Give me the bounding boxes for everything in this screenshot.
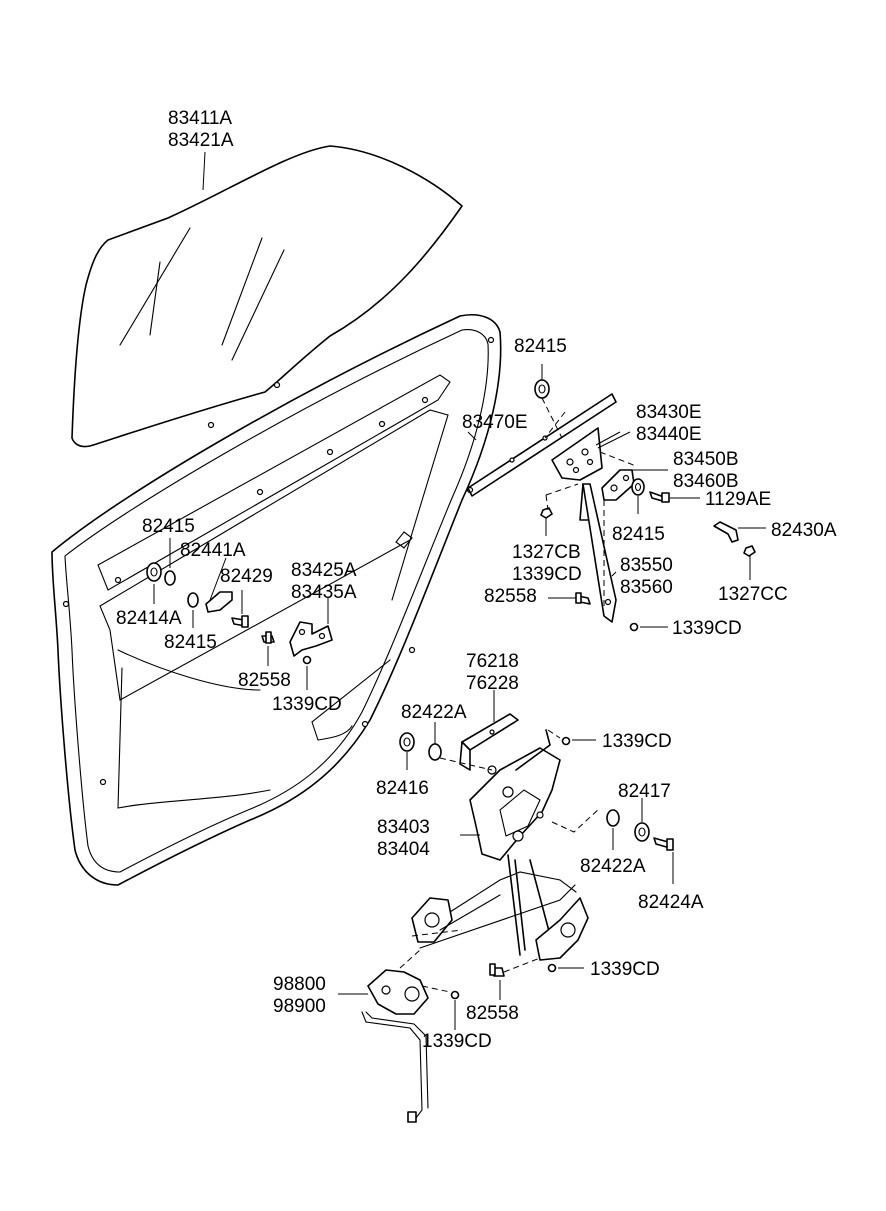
label-hinge-bracket-2: 83435A [291, 582, 357, 603]
label-washer-top: 82415 [514, 336, 567, 357]
label-bolt-82429: 82429 [220, 566, 273, 587]
label-channel: 83470E [462, 412, 528, 433]
label-upper-bracket-1: 83430E [636, 402, 702, 423]
label-bolt-82558-left: 82558 [238, 670, 291, 691]
label-glass-2: 83421A [168, 130, 234, 151]
label-motor-1: 98800 [273, 974, 326, 995]
label-slider-2: 76228 [466, 673, 519, 694]
label-nut-1339-left: 1339CD [272, 694, 342, 715]
motor-98800 [361, 969, 429, 1123]
label-motor-2: 98900 [273, 996, 326, 1017]
grommet-82416 [399, 732, 415, 752]
label-bolt-82558-bottom: 82558 [466, 1003, 519, 1024]
label-run-channel-2: 83560 [620, 577, 673, 598]
glass-channel [467, 393, 617, 497]
label-nut-1339-bottom: 1339CD [422, 1031, 492, 1052]
label-grommet-82416: 82416 [376, 778, 429, 799]
label-hinge-bracket-1: 83425A [291, 560, 357, 581]
label-stopper: 82441A [180, 540, 246, 561]
bolt-82424a [653, 837, 674, 851]
nut-1339cd-bottom-right [547, 963, 557, 973]
label-washer-82422a-top: 82422A [401, 702, 467, 723]
label-clip-82430a: 82430A [771, 520, 837, 541]
label-nut-1339-regulator: 1339CD [602, 731, 672, 752]
label-nut-1339-bottom-right: 1339CD [590, 959, 660, 980]
label-washer-left-bottom: 82415 [164, 632, 217, 653]
hinge-bracket-83425a [289, 621, 333, 657]
slider-76218 [459, 713, 519, 771]
label-nut-1339-right: 1339CD [672, 618, 742, 639]
regulator-83403 [411, 729, 589, 961]
window-glass [71, 145, 463, 448]
label-washer-right: 82415 [612, 524, 665, 545]
bolt-82558-left [261, 631, 275, 644]
labels: 83411A 83421A 82415 83470E 83430E 83440E… [116, 108, 837, 1052]
upper-bracket [551, 427, 603, 481]
label-bolt-82424a: 82424A [638, 892, 704, 913]
label-washer-82417: 82417 [618, 781, 671, 802]
label-nut-1327cc: 1327CC [718, 584, 788, 605]
bolt-1129ae [649, 491, 670, 503]
door-panel [51, 314, 502, 886]
washer-82415-left-bottom [187, 592, 199, 608]
label-run-channel-1: 83550 [620, 555, 673, 576]
stopper-82441a [205, 591, 233, 613]
washer-82415-right [631, 478, 645, 496]
label-nuts-mid-2: 1339CD [512, 564, 582, 585]
grommet-82414a [146, 562, 162, 582]
label-glass-1: 83411A [168, 108, 232, 129]
label-grommet: 82414A [116, 608, 182, 629]
label-washer-82422a-right: 82422A [580, 856, 646, 877]
washer-82422a-top [428, 743, 442, 761]
washer-82417 [634, 822, 650, 842]
bolt-82558-bottom [489, 963, 505, 977]
label-clip-bracket-2: 83460B [673, 471, 739, 492]
label-regulator-2: 83404 [377, 839, 430, 860]
label-bolt-82558-right: 82558 [484, 586, 537, 607]
run-channel [579, 483, 617, 623]
label-regulator-1: 83403 [377, 817, 430, 838]
nut-1339cd-left [302, 655, 312, 665]
bolt-82429 [231, 615, 249, 628]
clip-82430a [713, 521, 739, 543]
nut-1327cb [540, 507, 553, 519]
nut-1339cd-regulator [561, 736, 571, 746]
washer-82422a-right [606, 809, 620, 827]
nut-1339cd-right [629, 622, 639, 632]
label-washer-left-top: 82415 [142, 516, 195, 537]
label-nuts-mid-1: 1327CB [512, 542, 581, 563]
label-slider-1: 76218 [466, 651, 519, 672]
label-bolt-1129: 1129AE [705, 489, 771, 510]
washer-82415-left-top [164, 570, 176, 586]
washer-82415-top [534, 379, 550, 399]
clip-bracket [601, 469, 635, 501]
nut-1327cc [743, 545, 756, 557]
bolt-82558-right [575, 592, 591, 605]
label-upper-bracket-2: 83440E [636, 424, 702, 445]
nut-1339cd-bottom [450, 990, 460, 1000]
label-clip-bracket-1: 83450B [673, 449, 739, 470]
